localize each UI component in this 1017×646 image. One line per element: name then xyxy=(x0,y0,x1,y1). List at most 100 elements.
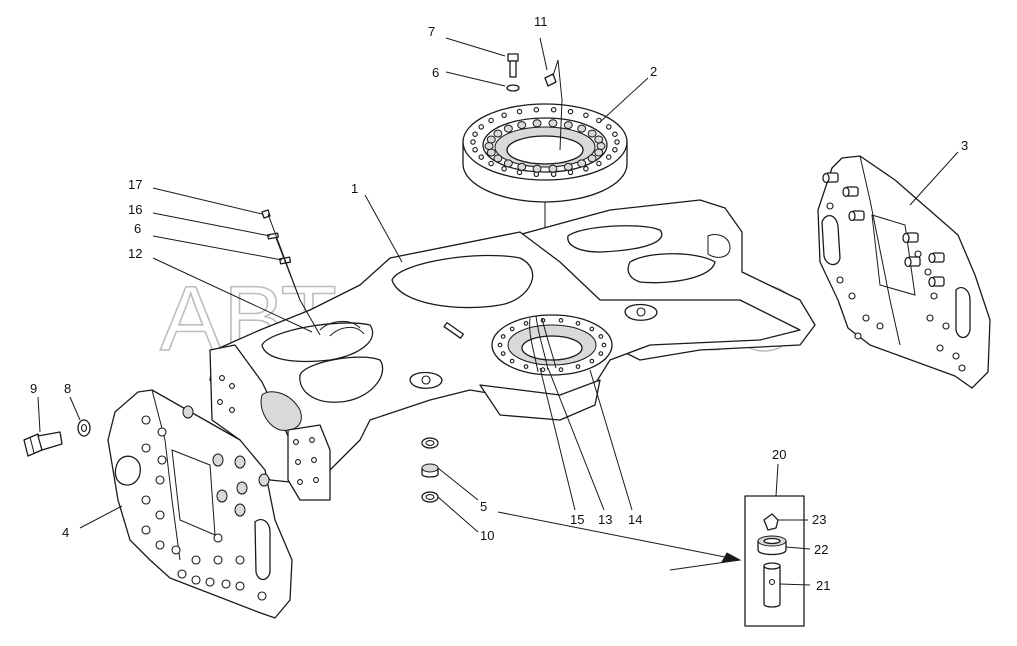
bearing-roller xyxy=(577,124,587,133)
lower-ring-hole xyxy=(598,351,604,356)
ring-bolt-hole xyxy=(501,112,507,119)
ring-bolt-hole xyxy=(583,165,589,172)
ring-bolt-hole xyxy=(550,171,557,178)
bearing-roller xyxy=(563,162,573,171)
lower-ring-hole xyxy=(598,334,604,339)
ring-bolt-hole xyxy=(596,160,602,167)
bulkhead-hole xyxy=(293,439,299,445)
bulkhead-hole xyxy=(295,459,301,465)
callout-2: 2 xyxy=(650,64,657,79)
bulkhead-hole xyxy=(229,407,235,413)
plate-pin-head xyxy=(258,473,270,487)
bulkhead-hole xyxy=(217,399,223,405)
bearing-roller xyxy=(548,164,558,173)
front-bulkhead-holes xyxy=(217,375,319,485)
lower-ring-hole xyxy=(500,334,506,339)
bulkhead-hole xyxy=(219,375,225,381)
plate-hole xyxy=(141,525,151,535)
plate-hole xyxy=(213,533,223,543)
plate-hole xyxy=(157,455,167,465)
plate-hole xyxy=(862,314,870,322)
plate-hole xyxy=(155,540,165,550)
ring-bolt-hole xyxy=(550,106,557,113)
lower-ring-hole xyxy=(523,320,529,326)
plate-pin-head xyxy=(234,455,246,469)
plate-hole xyxy=(257,591,267,601)
plate-pin-end xyxy=(842,186,850,198)
callout-21: 21 xyxy=(816,578,830,593)
callout-11: 11 xyxy=(534,14,548,29)
plate-hole xyxy=(157,427,167,437)
plate-hole xyxy=(952,352,960,360)
lower-ring-hole xyxy=(497,342,503,348)
side-plate-3-pins xyxy=(822,172,945,288)
ring-bolt-hole xyxy=(612,131,618,137)
ring-bolt-hole xyxy=(583,112,589,119)
callout-10: 10 xyxy=(480,528,494,543)
plate-hole xyxy=(876,322,884,330)
plate-hole xyxy=(924,268,932,276)
bearing-ring-part-2 xyxy=(462,103,628,320)
callout-4: 4 xyxy=(62,525,69,540)
plate-hole xyxy=(836,276,844,284)
lower-ring-hole xyxy=(589,358,595,364)
ring-bolt-hole xyxy=(470,139,476,145)
bearing-roller xyxy=(484,142,494,150)
callout-6-left: 6 xyxy=(134,221,141,236)
plate-hole xyxy=(177,569,187,579)
plate-hole xyxy=(926,314,934,322)
plate-pin-head xyxy=(212,453,224,467)
bearing-roller xyxy=(577,159,587,168)
callout-15: 15 xyxy=(570,512,584,527)
fitting-part-23 xyxy=(763,513,779,531)
bearing-roller xyxy=(548,119,558,128)
bolt-part-9 xyxy=(23,431,63,457)
bearing-roller xyxy=(486,135,496,144)
plate-hole xyxy=(191,555,201,565)
ring-bolt-hole xyxy=(606,124,612,130)
callout-1: 1 xyxy=(351,181,358,196)
ring-bolt-hole xyxy=(488,117,494,124)
plate-hole xyxy=(155,475,165,485)
ring-bolt-hole xyxy=(533,171,540,178)
bearing-roller xyxy=(503,124,513,133)
plate-hole xyxy=(914,250,922,258)
washer-part-6-top xyxy=(506,84,520,92)
plate-hole xyxy=(930,292,938,300)
ring-bolt-hole xyxy=(567,108,574,115)
callout-23: 23 xyxy=(812,512,826,527)
plate-hole xyxy=(958,364,966,372)
plate-pin-head xyxy=(182,405,194,419)
side-plate-part-3 xyxy=(817,155,991,389)
bulkhead-hole xyxy=(309,437,315,443)
callout-12: 12 xyxy=(128,246,142,261)
plate-pin-end xyxy=(848,210,856,222)
callout-22: 22 xyxy=(814,542,828,557)
plate-hole xyxy=(848,292,856,300)
callout-14: 14 xyxy=(628,512,642,527)
callout-17: 17 xyxy=(128,177,142,192)
lower-ring-hole xyxy=(601,342,607,348)
lower-ring-hole xyxy=(575,320,581,326)
ring-bolt-hole xyxy=(606,154,612,160)
inset-detail-part-20 xyxy=(744,495,805,627)
plate-hole xyxy=(141,415,151,425)
lower-ring-hole xyxy=(575,364,581,370)
plate-pin-end xyxy=(904,256,912,268)
plate-pin-head xyxy=(236,481,248,495)
callout-5: 5 xyxy=(480,499,487,514)
plate-hole xyxy=(205,577,215,587)
ring-bolt-hole xyxy=(478,124,484,130)
pin-part-21 xyxy=(763,562,781,608)
ring-bolt-hole xyxy=(516,108,523,115)
ring-bolt-hole xyxy=(501,165,507,172)
bushing-part-22 xyxy=(757,535,787,556)
bearing-roller xyxy=(517,162,527,171)
plate-hole xyxy=(235,555,245,565)
bearing-roller xyxy=(587,154,597,163)
lower-ring-hole xyxy=(558,318,564,323)
plate-hole xyxy=(942,322,950,330)
lower-ring-hole xyxy=(523,364,529,370)
ring-bolt-hole xyxy=(614,139,620,145)
